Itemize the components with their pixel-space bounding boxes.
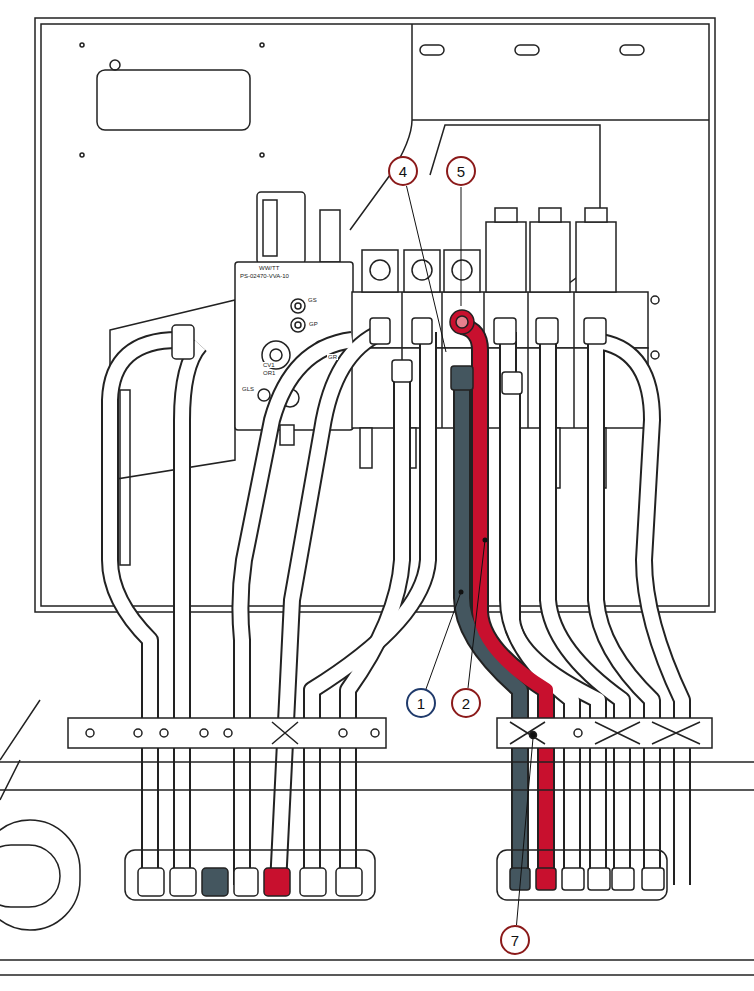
part-marking: GR [327, 354, 338, 360]
callout-number: 5 [457, 164, 465, 179]
support-bracket [110, 300, 235, 565]
hose-clamps [68, 718, 712, 748]
callout-circle: 5 [446, 156, 476, 186]
part-marking: WW/TT [258, 265, 280, 271]
hose-fittings [172, 310, 606, 394]
part-marking: CV1 [262, 362, 276, 368]
part-marking: OR1 [262, 370, 276, 376]
frame [0, 700, 754, 975]
callout-circle: 2 [451, 688, 481, 718]
part-marking: GS [307, 297, 318, 303]
leader-dots [459, 538, 488, 595]
part-marking: GP [308, 321, 319, 327]
callout-number: 1 [417, 696, 425, 711]
highlighted-hoses [462, 326, 546, 885]
part-marking: GLS [241, 386, 255, 392]
callout-circle: 1 [406, 688, 436, 718]
leader-lines [407, 186, 534, 925]
mounting-plate [35, 18, 715, 612]
part-marking: PS-02470-VVA-10 [239, 273, 290, 279]
callout-circle: 7 [500, 925, 530, 955]
callout-number: 7 [511, 933, 519, 948]
callout-circle: 4 [388, 156, 418, 186]
callout-number: 4 [399, 164, 407, 179]
hose-outlines [110, 326, 682, 885]
white-hoses [110, 332, 682, 885]
bottom-fittings [138, 868, 664, 896]
callout-number: 2 [462, 696, 470, 711]
